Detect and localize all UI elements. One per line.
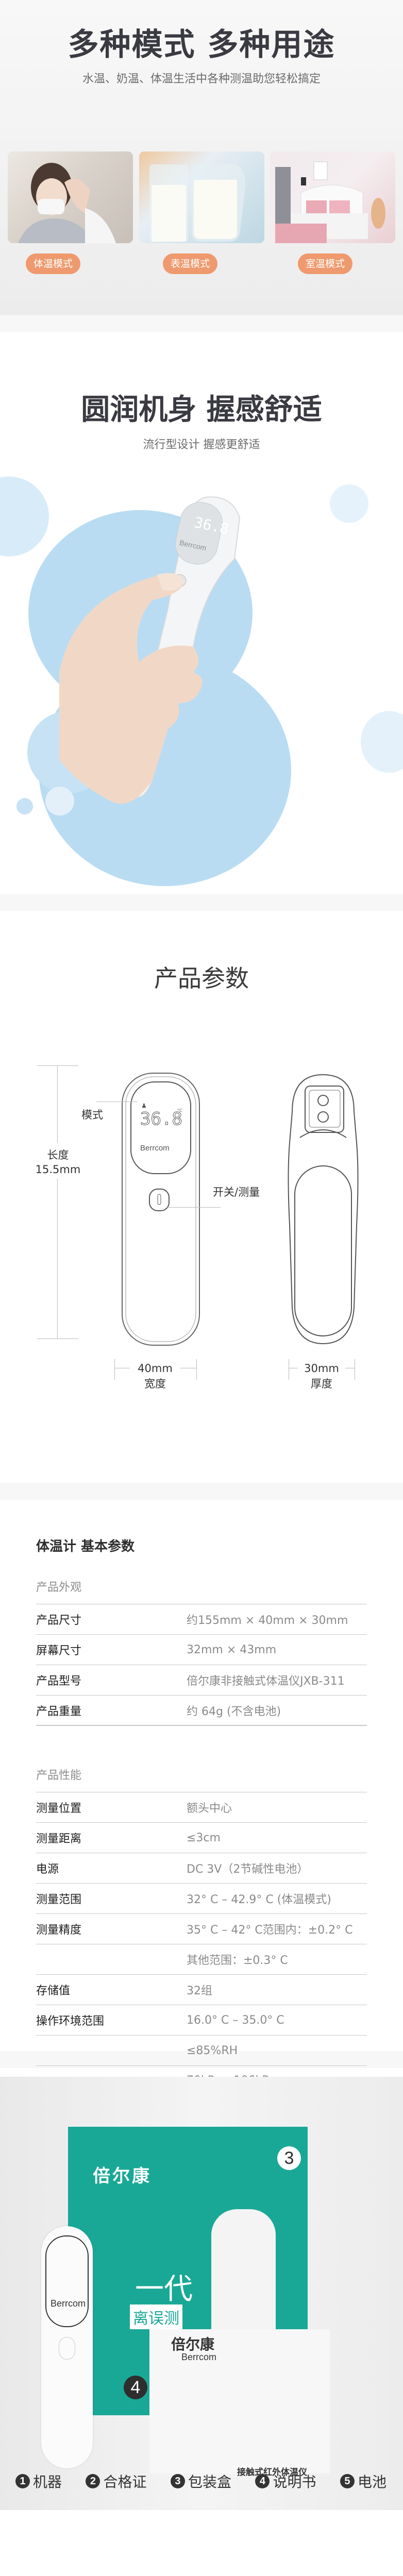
spec-table-appearance: 产品尺寸约155mm × 40mm × 30mm 屏幕尺寸 32mm × 43m… (36, 1604, 367, 1726)
spec-row: 产品尺寸约155mm × 40mm × 30mm (36, 1604, 367, 1634)
spec-title: 体温计 基本参数 (36, 1539, 135, 1554)
length-dim-bottom (37, 1338, 78, 1339)
modes-section: 多种模式 多种用途 水温、奶温、体温生活中各种测温助您轻松搞定 (0, 0, 403, 315)
device-thermometer: Berrcom (41, 2226, 93, 2468)
ergonomics-section: 圆润机身 握感舒适 流行型设计 握感更舒适 36.8 Berrcom (0, 332, 403, 894)
box-text-1: 一代 (135, 2273, 193, 2306)
mode-image-surface-temp (139, 151, 264, 243)
mode-image-room-temp (270, 151, 395, 243)
decor-bubble (330, 484, 368, 523)
number-badge-4: 4 (124, 2376, 147, 2399)
ergonomics-subtitle: 流行型设计 握感更舒适 (143, 438, 260, 451)
mode-pill-room-temp: 室温模式 (298, 253, 352, 274)
decor-bubble (361, 711, 403, 773)
spec-section: 体温计 基本参数 产品外观 产品尺寸约155mm × 40mm × 30mm 屏… (0, 1500, 403, 2096)
package-section: 倍尔康 一代 离误测 3 Berrcom 倍尔康 Berrcom 接触式红外体温… (0, 2077, 403, 2510)
spec-group-performance: 产品性能 (36, 1769, 82, 1782)
mode-pill-surface-temp: 表温模式 (163, 253, 217, 274)
mode-callout-line (96, 1101, 138, 1102)
diagram-display-reading: 36.8 (140, 1109, 182, 1129)
mode-callout: 模式 (81, 1109, 103, 1121)
diagram-brand: Berrcom (140, 1144, 170, 1153)
params-title: 产品参数 (154, 964, 249, 992)
ergonomics-title: 圆润机身 握感舒适 (81, 393, 322, 427)
spec-row: 屏幕尺寸 32mm × 43mm (36, 1634, 367, 1665)
thermometer-front-view: ♟ 36.8 °C Berrcom (122, 1073, 200, 1346)
section-divider (0, 1483, 403, 1500)
product-detail-page: 多种模式 多种用途 水温、奶温、体温生活中各种测温助您轻松搞定 (0, 0, 403, 2510)
device-screen (45, 2235, 89, 2327)
manual-brand-en: Berrcom (181, 2352, 217, 2362)
thickness-label: 30mm 厚度 (304, 1362, 339, 1390)
number-badge-3: 3 (277, 2146, 301, 2170)
section-spacer (0, 2068, 403, 2077)
power-callout-line (167, 1207, 221, 1208)
spec-row: 测量距离≤3cm (36, 1822, 367, 1853)
params-section: 产品参数 长度 15.5mm ♟ 36.8 °C Berrcom 模式 开关/测… (0, 911, 403, 1483)
decor-bubble (16, 798, 33, 815)
spec-row: 产品重量约 64g (不含电池) (36, 1695, 367, 1725)
width-dim-left (114, 1359, 115, 1380)
spec-row: 其他范围：±0.3° C (36, 1944, 367, 1974)
length-dim-line (57, 1065, 58, 1143)
length-label: 长度 15.5mm (35, 1149, 81, 1176)
modes-subtitle: 水温、奶温、体温生活中各种测温助您轻松搞定 (82, 73, 321, 86)
section-divider (0, 315, 403, 332)
spec-row: 产品型号倍尔康非接触式体温仪JXB-311 (36, 1665, 367, 1695)
power-callout: 开关/测量 (213, 1186, 260, 1198)
manual-booklet: 倍尔康 Berrcom 接触式红外体温仪 (149, 2329, 330, 2478)
decor-bubble (45, 787, 74, 816)
spec-group-appearance: 产品外观 (36, 1581, 82, 1594)
box-brand: 倍尔康 (93, 2166, 152, 2187)
box-text-2: 离误测 (130, 2304, 182, 2329)
woman-mask-illustration (18, 163, 116, 243)
width-label: 40mm 宽度 (138, 1362, 173, 1390)
length-dim-top (37, 1065, 78, 1066)
spec-row: 测量位置额头中心 (36, 1792, 367, 1822)
spec-row: ≤85%RH (36, 2035, 367, 2065)
length-dim-line (57, 1179, 58, 1338)
device-button (59, 2337, 75, 2360)
milk-glass-illustration (149, 164, 245, 242)
mode-pill-body-temp: 体温模式 (26, 253, 80, 274)
section-divider (0, 894, 403, 911)
thermometer-in-hand-illustration: 36.8 Berrcom (59, 496, 241, 804)
thermometer-side-view (288, 1074, 359, 1345)
bedroom-illustration (275, 161, 385, 243)
mode-cards (8, 151, 395, 243)
manual-product: 接触式红外体温仪 (237, 2467, 307, 2478)
svg-text:°C: °C (177, 1108, 182, 1113)
svg-text:♟: ♟ (141, 1102, 147, 1109)
width-dim-right (196, 1359, 197, 1380)
modes-title: 多种模式 多种用途 (68, 27, 335, 63)
section-divider (0, 2051, 403, 2068)
device-brand-label: Berrcom (51, 2298, 86, 2309)
manual-brand-cn: 倍尔康 (171, 2336, 215, 2353)
mode-image-body-temp (8, 151, 133, 243)
